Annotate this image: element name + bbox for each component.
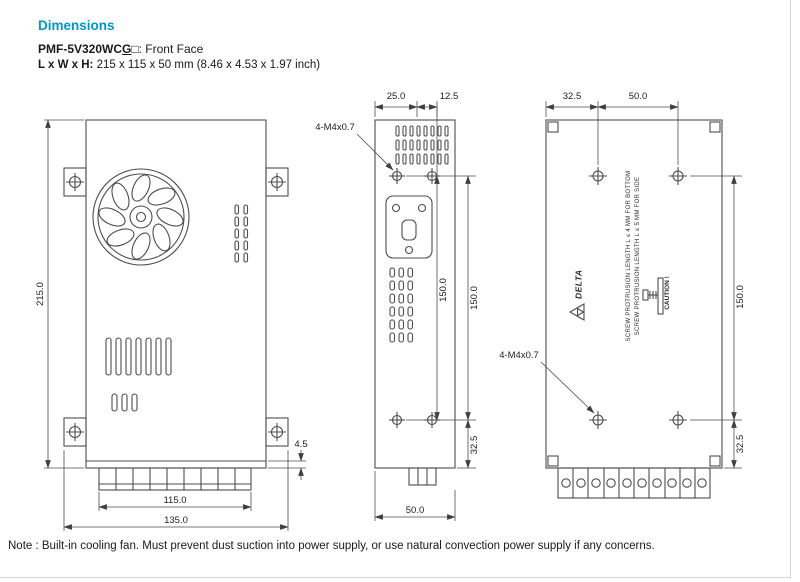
back-screw-label: 4-M4x0.7 — [499, 350, 539, 361]
vent-slots-small — [111, 393, 138, 412]
delta-logo: DELTA — [568, 269, 585, 321]
model-variant-letter: G — [122, 42, 132, 56]
back-body-outline — [545, 119, 723, 469]
side-dimensions: 25.0 12.5 4-M4x0.7 150.0 150.0 32.5 50.0 — [315, 91, 480, 521]
dim-back-top2: 50.0 — [629, 91, 648, 102]
mounting-ear — [265, 167, 289, 197]
section-title: Dimensions — [38, 18, 115, 33]
dim-back-bottom-offset: 32.5 — [735, 435, 746, 454]
front-dimensions: 215.0 115.0 135.0 4.5 — [35, 119, 308, 531]
brand-text: DELTA — [574, 269, 584, 299]
corner-tab — [709, 455, 721, 467]
side-top-vents — [395, 125, 449, 165]
protrusion-note-bottom: SCREW PROTRUSION LENGTH L ≤ 4 MM FOR BOT… — [626, 171, 632, 342]
back-mounting-hole — [588, 166, 608, 186]
vent-grill — [105, 337, 172, 376]
dim-side-bottom-offset: 32.5 — [469, 436, 480, 455]
dim-front-offset: 4.5 — [294, 439, 307, 450]
page-edge-right — [790, 0, 791, 578]
side-screw-label: 4-M4x0.7 — [315, 122, 355, 133]
mounting-hole — [267, 172, 287, 192]
caution-label: CAUTION ! — [664, 276, 671, 310]
model-face-label: : Front Face — [138, 42, 204, 56]
dim-side-top2: 12.5 — [440, 91, 459, 102]
dim-side-span-inner: 150.0 — [438, 278, 449, 302]
dim-side-top: 25.0 — [387, 91, 406, 102]
front-body-outline — [85, 119, 267, 469]
mounting-ear — [63, 417, 87, 447]
side-mounting-hole — [388, 411, 406, 429]
side-mid-vents — [389, 267, 414, 343]
side-view — [374, 119, 456, 486]
dim-front-width-inner: 115.0 — [163, 495, 186, 506]
back-view: DELTA SCREW PROTRUSION LENGTH L ≤ 4 MM F… — [545, 119, 723, 499]
corner-tab — [709, 121, 721, 133]
front-view — [63, 119, 289, 491]
protrusion-note-side: SCREW PROTRUSION LENGTH L ≤ 5 MM FOR SID… — [635, 177, 641, 336]
dim-front-width-overall: 135.0 — [164, 515, 188, 526]
side-bottom-tab — [408, 467, 437, 486]
side-mounting-hole — [388, 167, 406, 185]
corner-tab — [547, 121, 559, 133]
dim-back-span: 150.0 — [735, 285, 746, 309]
footer-note: Note : Built-in cooling fan. Must preven… — [8, 540, 655, 552]
dim-front-height: 215.0 — [35, 282, 46, 306]
model-box-placeholder: □ — [131, 42, 139, 56]
dim-back-top: 32.5 — [563, 91, 582, 102]
model-prefix: PMF-5V320WC — [38, 42, 123, 56]
page-edge-bottom — [0, 577, 791, 578]
terminal-block-back — [557, 467, 711, 499]
model-line: PMF-5V320WCG□: Front Face — [38, 42, 320, 56]
back-dimensions: 32.5 50.0 4-M4x0.7 150.0 32.5 — [499, 91, 746, 469]
mounting-hole — [65, 172, 85, 192]
screw-diagram — [642, 277, 664, 315]
ac-inlet-cutout — [385, 195, 433, 259]
mounting-ear — [63, 167, 87, 197]
back-mounting-hole — [588, 410, 608, 430]
terminal-block-front — [98, 467, 252, 491]
header: Dimensions PMF-5V320WCG□: Front Face L x… — [38, 18, 320, 71]
dim-side-depth: 50.0 — [406, 505, 425, 516]
mounting-hole — [267, 422, 287, 442]
corner-tab — [547, 455, 559, 467]
size-label: L x W x H: — [38, 59, 94, 71]
dim-side-span-outer: 150.0 — [469, 286, 480, 310]
size-line: L x W x H: 215 x 115 x 50 mm (8.46 x 4.5… — [38, 59, 320, 71]
mounting-ear — [265, 417, 289, 447]
size-value: 215 x 115 x 50 mm (8.46 x 4.53 x 1.97 in… — [93, 59, 321, 71]
mounting-hole — [65, 422, 85, 442]
vent-slots-right — [234, 204, 249, 263]
back-mounting-hole — [668, 410, 688, 430]
back-mounting-hole — [668, 166, 688, 186]
cooling-fan — [92, 168, 190, 266]
